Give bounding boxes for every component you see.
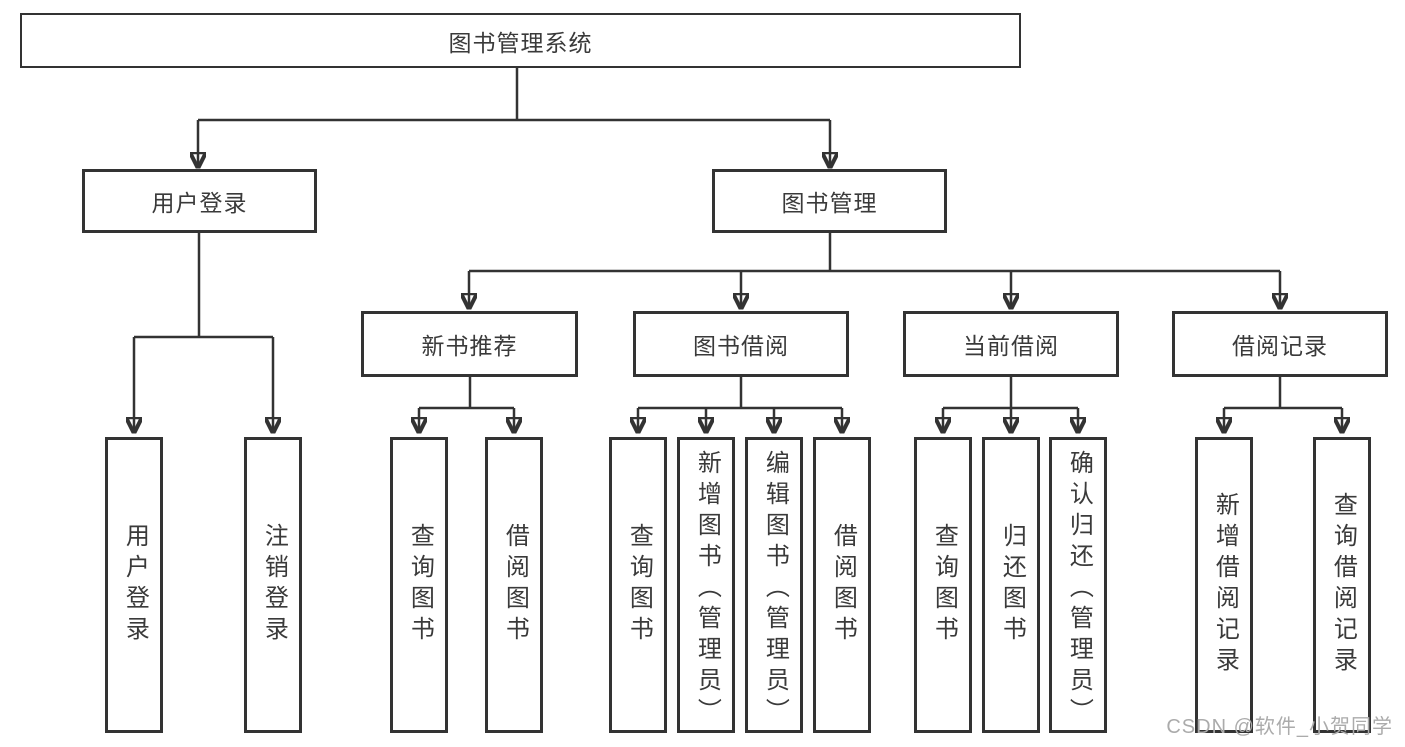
node-book-borrow: 图书借阅 (633, 311, 849, 377)
node-leaf-query-books-2: 查询图书 (609, 437, 667, 733)
node-leaf-confirm-return-admin: 确认归还（管理员） (1049, 437, 1107, 733)
csdn-watermark: CSDN @软件_小贺同学 (1166, 716, 1393, 738)
edge-userlogin-trunk (134, 233, 273, 339)
node-new-book-recommend: 新书推荐 (361, 311, 578, 377)
node-leaf-query-books-1: 查询图书 (390, 437, 448, 733)
node-leaf-borrow-books-1: 借阅图书 (485, 437, 543, 733)
node-leaf-add-book-admin: 新增图书（管理员） (677, 437, 735, 733)
edge-root-trunk (198, 68, 830, 122)
node-leaf-logout: 注销登录 (244, 437, 302, 733)
node-leaf-borrow-books-2: 借阅图书 (813, 437, 871, 733)
node-leaf-return-book: 归还图书 (982, 437, 1040, 733)
node-book-management: 图书管理 (712, 169, 947, 233)
edge-newbooks-trunk (419, 377, 514, 410)
edge-records-trunk (1224, 377, 1342, 410)
node-leaf-edit-book-admin: 编辑图书（管理员） (745, 437, 803, 733)
edge-currentborrow-trunk (943, 377, 1078, 410)
node-leaf-add-borrow-record: 新增借阅记录 (1195, 437, 1253, 733)
node-leaf-user-login: 用户登录 (105, 437, 163, 733)
node-user-login: 用户登录 (82, 169, 317, 233)
node-borrow-records: 借阅记录 (1172, 311, 1388, 377)
node-root-system: 图书管理系统 (20, 13, 1021, 68)
node-leaf-query-books-3: 查询图书 (914, 437, 972, 733)
node-leaf-query-borrow-record: 查询借阅记录 (1313, 437, 1371, 733)
edge-bookborrow-trunk (638, 377, 842, 410)
edge-bookmgmt-trunk (469, 233, 1280, 273)
node-current-borrow: 当前借阅 (903, 311, 1119, 377)
